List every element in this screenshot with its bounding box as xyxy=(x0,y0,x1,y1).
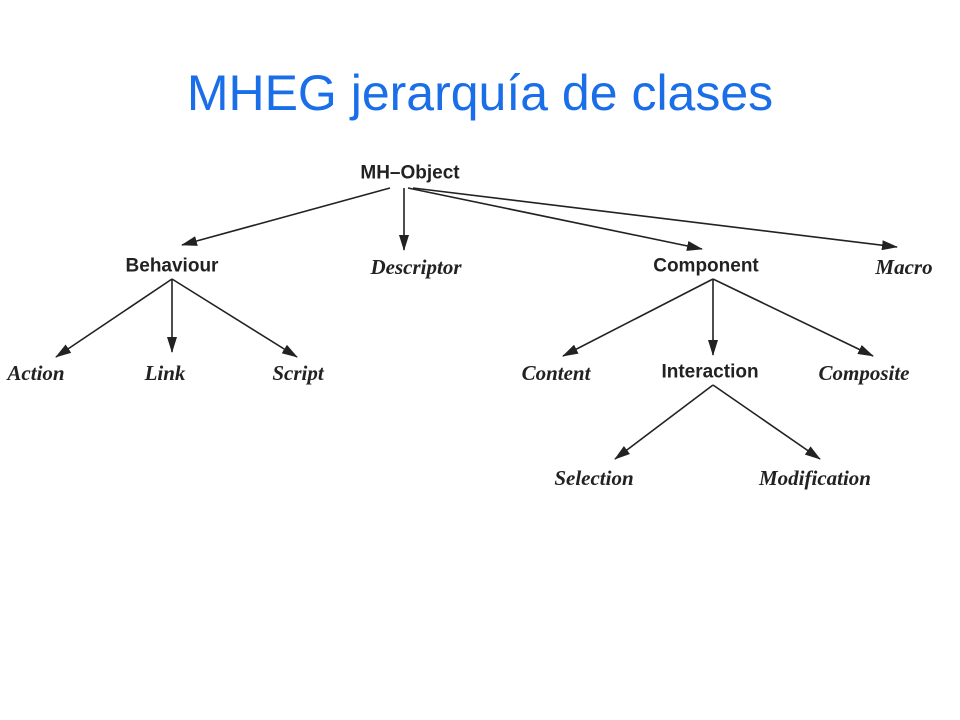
node-script: Script xyxy=(272,361,325,385)
edge-mh-object-to-macro xyxy=(412,187,898,251)
node-descriptor: Descriptor xyxy=(370,255,463,279)
node-modification: Modification xyxy=(758,466,871,490)
node-behaviour: Behaviour xyxy=(126,256,220,277)
edge-behaviour-to-action xyxy=(55,278,173,358)
edge-behaviour-to-script xyxy=(171,278,298,358)
node-composite: Composite xyxy=(818,361,909,385)
edge-component-to-content xyxy=(562,278,714,357)
node-action: Action xyxy=(5,361,64,385)
edge-mh-object-to-component xyxy=(407,187,703,251)
node-content: Content xyxy=(522,361,592,385)
node-selection: Selection xyxy=(554,466,633,490)
node-macro: Macro xyxy=(874,255,932,279)
slide-title: MHEG jerarquía de clases xyxy=(186,65,774,121)
edge-component-to-composite xyxy=(712,278,874,357)
node-interaction: Interaction xyxy=(661,362,758,383)
node-component: Component xyxy=(653,256,759,277)
edge-mh-object-to-behaviour xyxy=(181,187,391,246)
edge-interaction-to-selection xyxy=(614,384,714,460)
node-mh-object: MH–Object xyxy=(360,163,460,184)
node-link: Link xyxy=(144,361,186,385)
edges-layer xyxy=(55,187,898,460)
edge-interaction-to-modification xyxy=(712,384,821,460)
